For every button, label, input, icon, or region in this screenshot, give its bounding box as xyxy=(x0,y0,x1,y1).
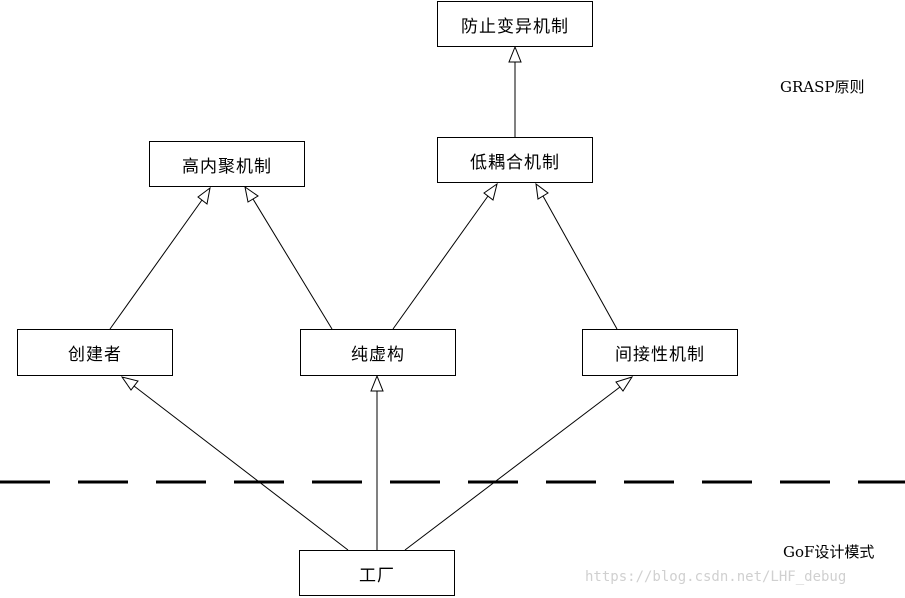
node-low-coupling: 低耦合机制 xyxy=(437,137,593,183)
edge-factory-to-pure-fabrication xyxy=(370,374,384,550)
edge-low-coupling-to-protected-variations xyxy=(508,45,522,137)
node-pure-fabrication: 纯虚构 xyxy=(300,329,456,376)
edge-factory-to-indirection xyxy=(404,376,634,551)
node-factory: 工厂 xyxy=(299,550,455,596)
node-high-cohesion: 高内聚机制 xyxy=(149,141,305,187)
label-grasp: GRASP原则 xyxy=(780,78,865,96)
node-creator: 创建者 xyxy=(17,329,173,376)
edge-creator-to-high-cohesion xyxy=(109,186,211,330)
edge-pure-fabrication-to-high-cohesion xyxy=(244,185,333,330)
edge-factory-to-creator xyxy=(120,376,349,551)
edge-pure-fabrication-to-low-coupling xyxy=(392,182,498,330)
edge-indirection-to-low-coupling xyxy=(535,182,618,330)
label-gof: GoF设计模式 xyxy=(783,543,875,561)
node-protected-variations: 防止变异机制 xyxy=(437,1,593,47)
watermark-text: https://blog.csdn.net/LHF_debug xyxy=(585,569,847,585)
node-indirection: 间接性机制 xyxy=(582,329,738,376)
